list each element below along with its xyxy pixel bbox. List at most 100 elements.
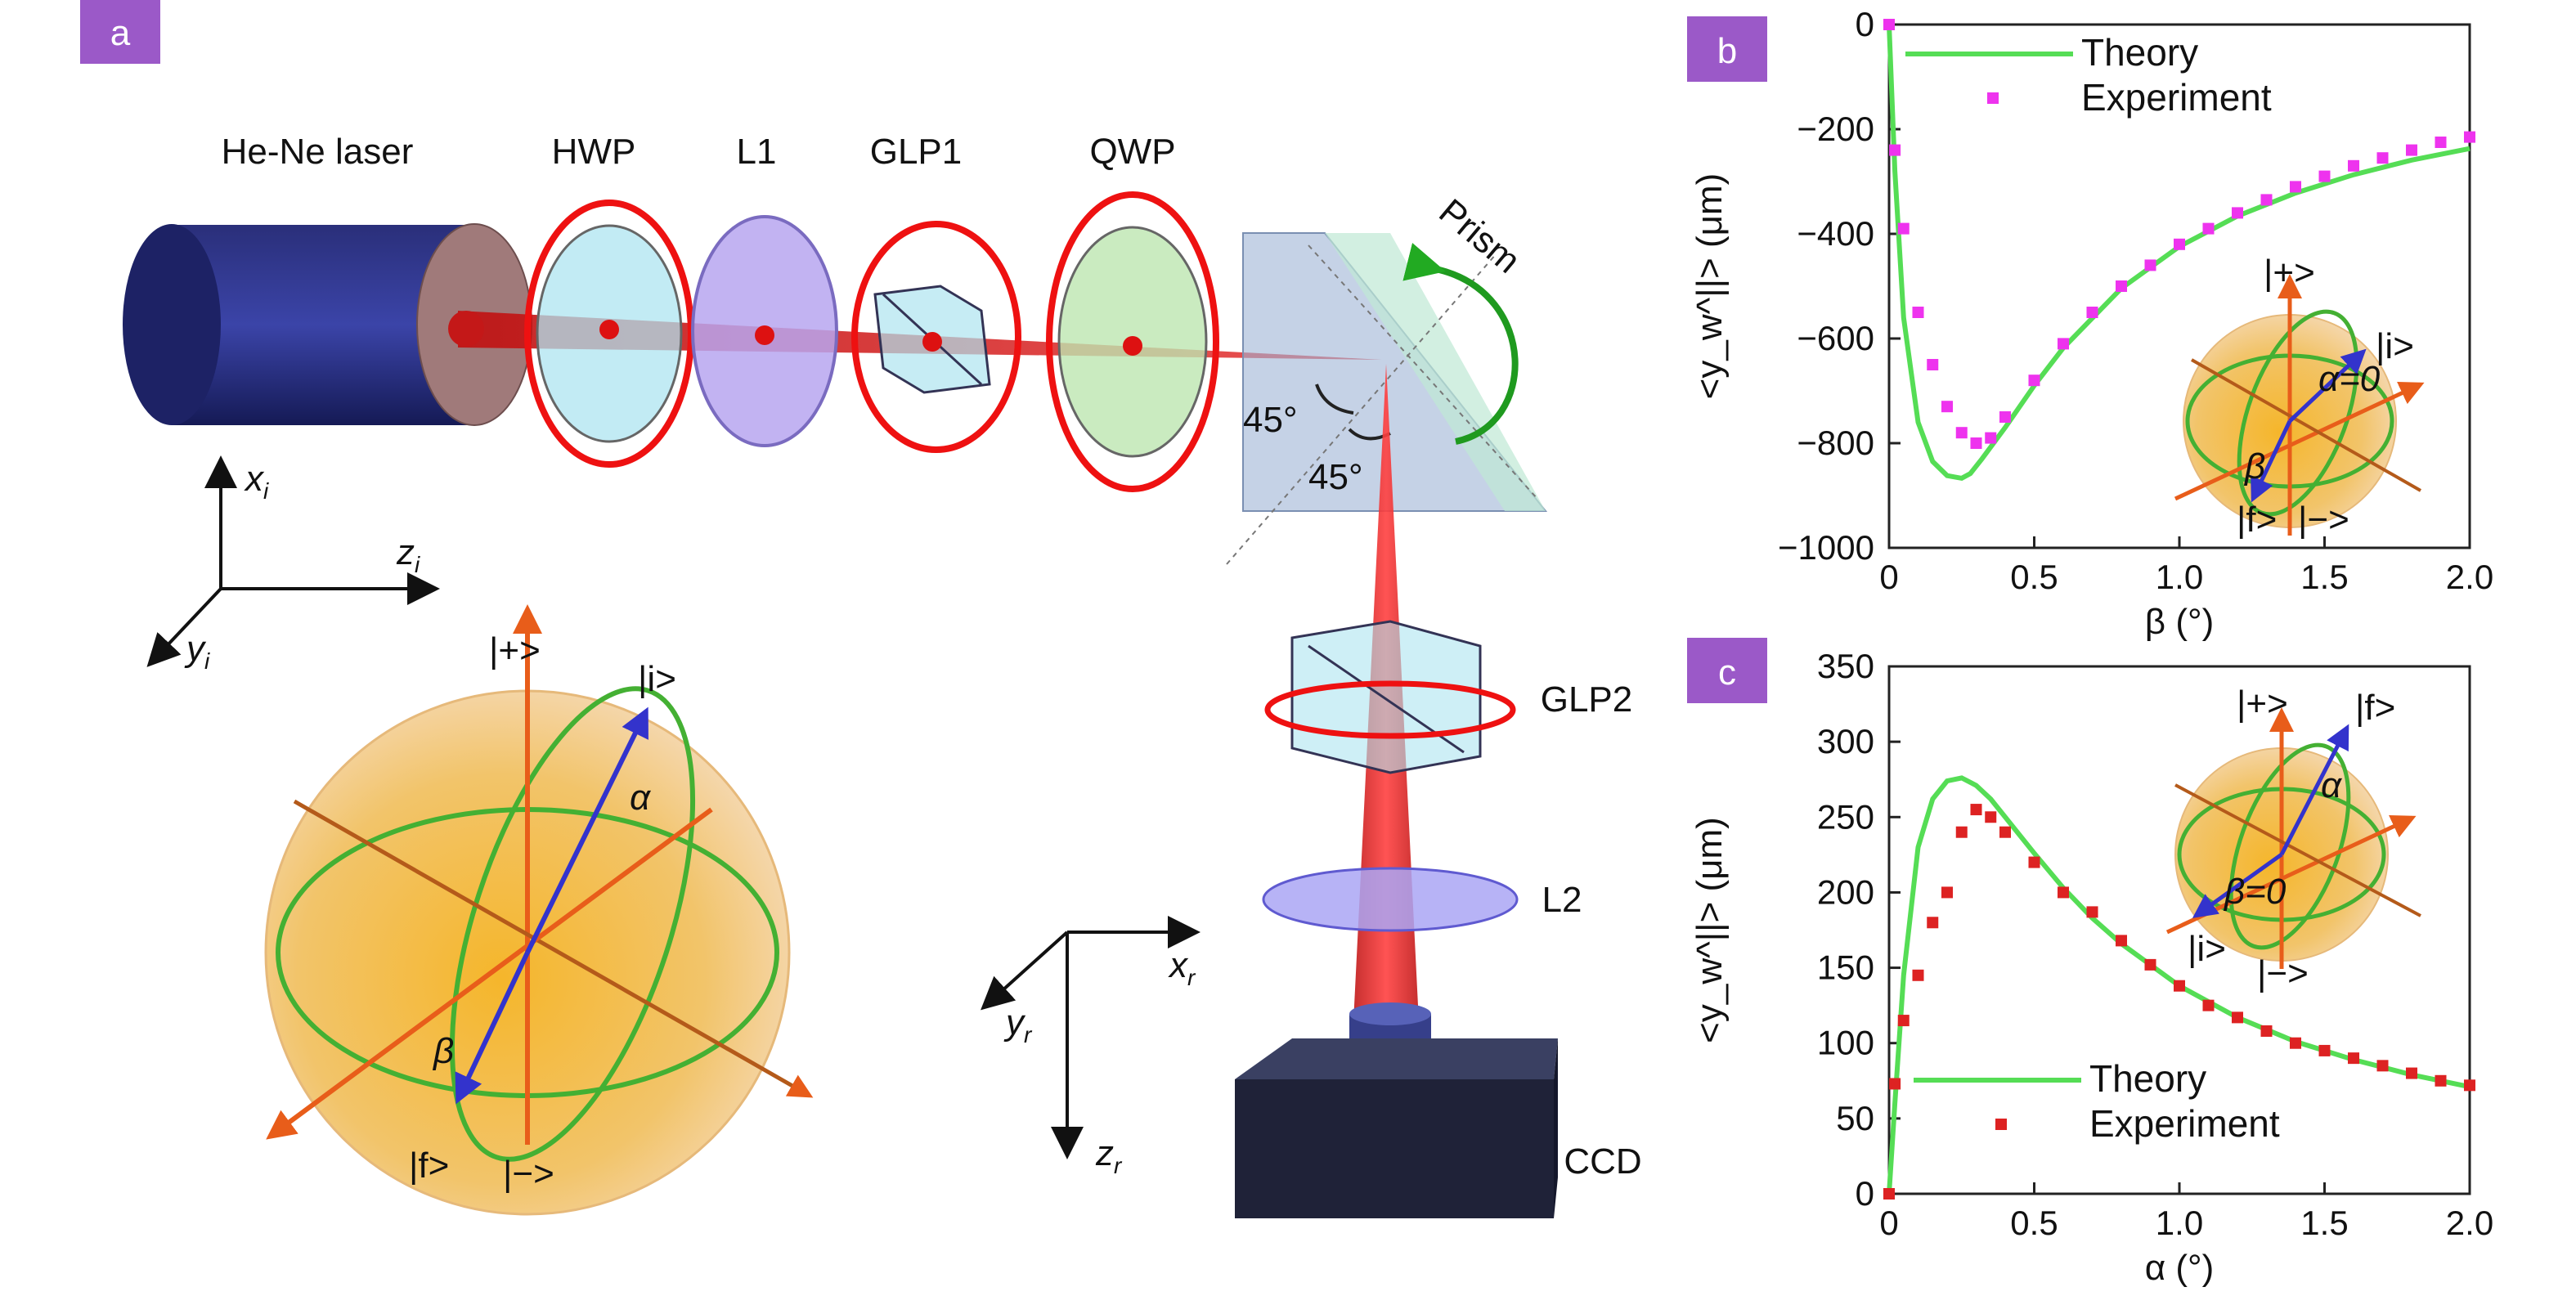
qwp-plate <box>1046 191 1219 492</box>
inset-c-plus: |+> <box>2237 684 2288 724</box>
chart-c-point <box>2435 1074 2447 1087</box>
inset-c-i: |i> <box>2188 929 2226 969</box>
panel-a-badge-label: a <box>110 13 131 53</box>
inset-c-alpha: α <box>2321 765 2343 805</box>
chart-b-point <box>2464 131 2475 143</box>
axis-zr: zr <box>1095 1133 1123 1178</box>
chart-c-series-theory <box>1887 775 2471 1195</box>
chart-b-point <box>2058 338 2069 350</box>
chart-c-point <box>1883 1188 1895 1200</box>
chart-b-point <box>1889 144 1901 156</box>
inset-c-beta-zero: β=0 <box>2223 872 2287 912</box>
chart-b-point <box>2086 307 2098 318</box>
chart-b-point <box>1912 307 1924 318</box>
chart-b-ytick-label: 0 <box>1856 5 1874 43</box>
chart-b-ytick-label: −800 <box>1797 424 1874 462</box>
chart-b-ylabel: <y_w^||> (μm) <box>1690 173 1730 400</box>
chart-b-point <box>2348 159 2359 172</box>
chart-c-xtick-label: 2.0 <box>2446 1204 2493 1242</box>
chart-b-point <box>1985 432 1997 444</box>
axis-yr: yr <box>1003 1002 1033 1047</box>
inset-c-minus: |−> <box>2257 953 2309 993</box>
chart-c-point <box>1999 826 2011 838</box>
label-l2: L2 <box>1542 880 1582 920</box>
chart-c-ytick-label: 0 <box>1856 1174 1874 1213</box>
chart-b-point <box>2202 222 2215 235</box>
inset-b-beta: β <box>2243 446 2265 487</box>
label-he-ne-laser: He-Ne laser <box>222 132 414 172</box>
chart-b-point <box>1927 359 1939 370</box>
chart-b-point <box>2406 144 2417 156</box>
chart-c-point <box>2086 906 2098 918</box>
label-l1: L1 <box>737 132 777 172</box>
sphere-beta-label: β <box>432 1031 454 1071</box>
chart-b-ytick-label: −400 <box>1797 214 1874 253</box>
chart-b-xtick-label: 0 <box>1879 558 1898 596</box>
chart-c-point <box>2174 980 2185 992</box>
bloch-sphere: |+> |i> α β |f> |−> <box>264 604 814 1216</box>
chart-c-point <box>2318 1044 2331 1056</box>
chart-c-point <box>2028 856 2040 868</box>
panel-b-badge <box>1687 16 1767 82</box>
chart-c-point <box>2464 1079 2475 1092</box>
chart-c-ytick-label: 150 <box>1817 948 1874 987</box>
chart-b-point <box>2260 194 2273 206</box>
chart-c-point <box>2144 958 2156 971</box>
chart-b-xtick-label: 0.5 <box>2010 558 2058 596</box>
ccd-camera <box>1235 1002 1558 1218</box>
chart-c-point <box>2376 1060 2389 1072</box>
chart-b-xtick-label: 2.0 <box>2446 558 2493 596</box>
chart-c-point <box>2348 1052 2359 1065</box>
inset-b-plus: |+> <box>2264 253 2315 293</box>
sphere-alpha-label: α <box>630 778 652 818</box>
reflected-axes: xr yr zr <box>981 916 1200 1178</box>
chart-c-point <box>2058 886 2069 899</box>
chart-b-point <box>1897 222 1910 235</box>
hwp-plate <box>524 200 694 468</box>
chart-b-point <box>2232 207 2243 219</box>
panel-b-badge-label: b <box>1717 31 1737 71</box>
chart-b-point <box>2318 170 2331 182</box>
chart-c-point <box>2116 935 2127 947</box>
inset-c-f: |f> <box>2355 688 2395 728</box>
inset-b-alpha-zero: α=0 <box>2318 359 2381 399</box>
chart-c-ylabel: <y_w^||> (μm) <box>1690 817 1730 1043</box>
chart-b-point <box>2376 152 2389 164</box>
chart-b-point <box>1970 437 1982 449</box>
chart-b-point <box>1999 411 2011 423</box>
prism: 45° 45° <box>1226 232 1548 565</box>
sphere-i-label: |i> <box>638 659 676 699</box>
inset-b-i: |i> <box>2376 326 2414 366</box>
chart-b-point <box>2435 137 2447 148</box>
chart-c-ytick-label: 350 <box>1817 647 1874 685</box>
incident-axes: xi zi yi <box>146 455 440 674</box>
chart-c-point <box>2406 1067 2417 1079</box>
chart-b-point <box>1955 427 1968 439</box>
chart-c-xtick-label: 1.0 <box>2156 1204 2203 1242</box>
label-qwp: QWP <box>1089 132 1175 172</box>
chart-c-point <box>1897 1015 1910 1027</box>
l2-lens <box>1262 867 1519 932</box>
angle-45-reflected: 45° <box>1308 457 1363 497</box>
chart-b-point <box>1883 19 1895 30</box>
chart-c-inset-sphere: |+> |f> α β=0 |i> |−> <box>2165 684 2421 993</box>
chart-c-legend-label-theory: Theory <box>2089 1057 2206 1100</box>
label-ccd: CCD <box>1564 1141 1641 1182</box>
axis-xi: xi <box>244 459 269 504</box>
chart-c-xlabel: α (°) <box>2145 1248 2215 1288</box>
panel-a-badge <box>80 0 160 64</box>
sphere-f-label: |f> <box>409 1146 449 1186</box>
chart-b-ytick-label: −600 <box>1797 319 1874 357</box>
sphere-plus-label: |+> <box>489 630 541 670</box>
axis-xr: xr <box>1168 945 1196 990</box>
chart-c-point <box>1941 886 1953 899</box>
chart-c-point <box>2260 1025 2273 1037</box>
chart-b-ytick-label: −200 <box>1797 110 1874 148</box>
chart-b-point <box>2028 374 2040 387</box>
chart-c-xtick-label: 0 <box>1879 1204 1898 1242</box>
